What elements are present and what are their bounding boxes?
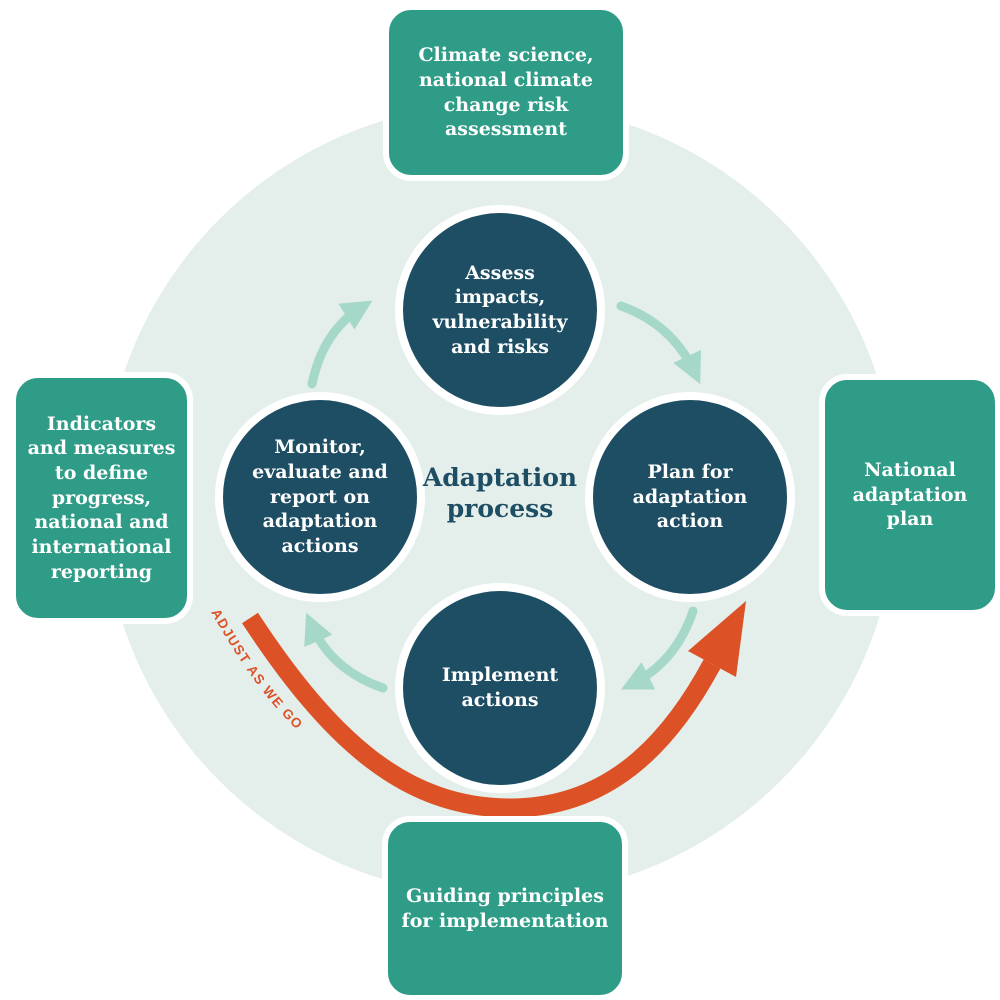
node-monitor-label: Monitor, evaluate and report on adaptati… [252,436,388,558]
box-national-adaptation-plan-label: National adaptation plan [852,458,968,531]
arrow-assess-to-plan-icon [616,301,702,385]
arrow-plan-to-implement-icon [621,606,698,690]
box-indicators-measures: Indicators and measures to define progre… [10,372,193,624]
center-label: Adaptation process [422,463,578,524]
arrow-monitor-to-assess-icon [307,300,373,389]
box-indicators-measures-label: Indicators and measures to define progre… [27,412,176,583]
adjust-arrow-head-icon [688,601,746,677]
node-plan: Plan for adaptation action [585,392,795,602]
node-implement: Implement actions [395,583,605,793]
node-implement-label: Implement actions [441,664,559,711]
node-assess: Assess impacts, vulnerability and risks [395,205,605,415]
adjust-arrow [242,612,721,818]
box-national-adaptation-plan: National adaptation plan [819,374,1000,616]
box-climate-science: Climate science, national climate change… [383,4,629,181]
box-climate-science-label: Climate science, national climate change… [418,44,594,141]
box-guiding-principles: Guiding principles for implementation [382,816,628,1000]
node-monitor: Monitor, evaluate and report on adaptati… [215,392,425,602]
box-guiding-principles-label: Guiding principles for implementation [401,884,609,932]
arrow-implement-to-monitor-icon [304,612,388,693]
node-plan-label: Plan for adaptation action [632,460,748,533]
node-assess-label: Assess impacts, vulnerability and risks [432,261,568,358]
